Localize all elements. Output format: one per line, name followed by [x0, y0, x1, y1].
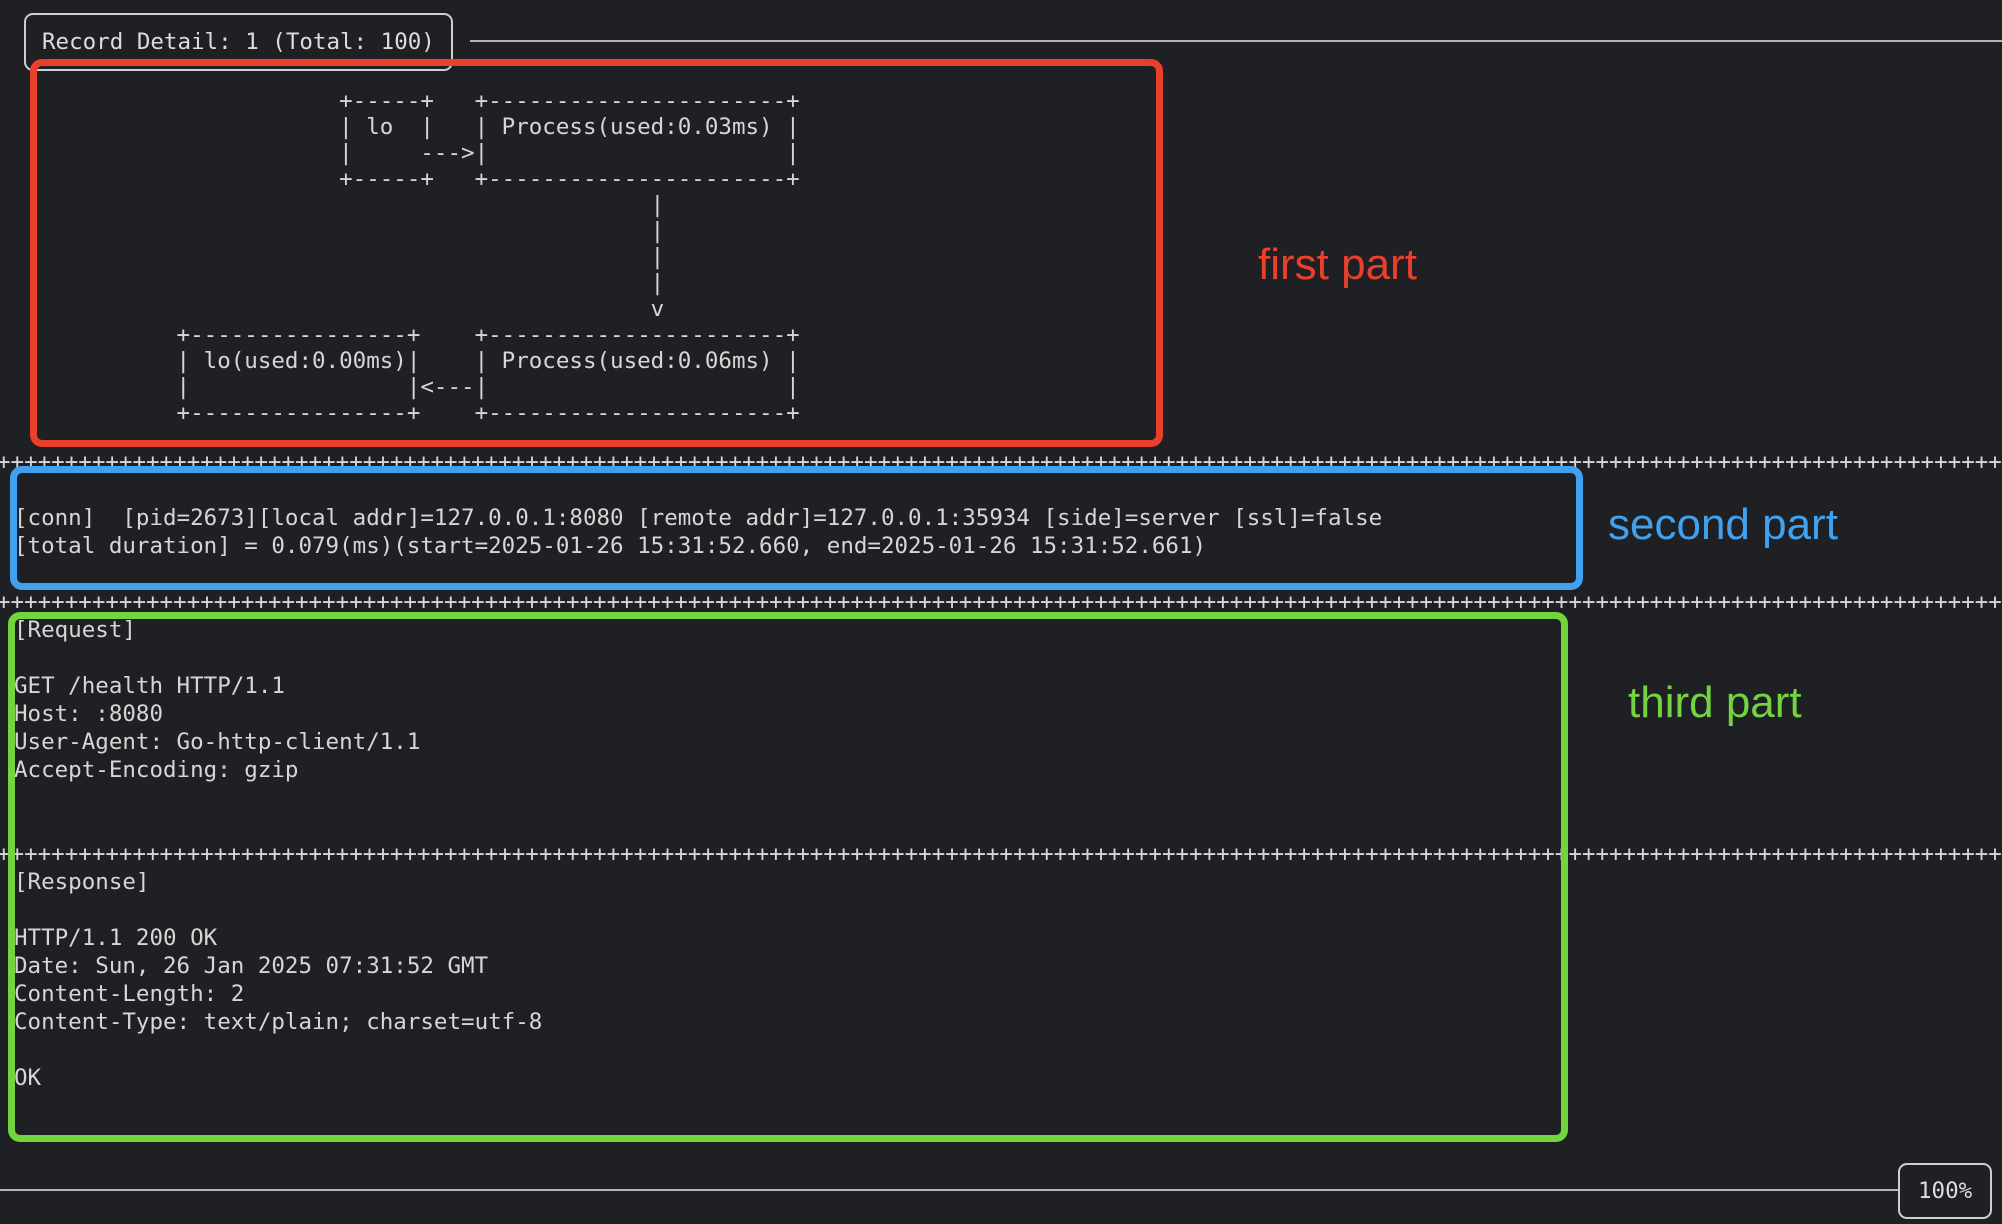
section-separator-3: ++++++++++++++++++++++++++++++++++++++++…	[0, 841, 2002, 867]
connection-info: [conn] [pid=2673][local addr]=127.0.0.1:…	[14, 505, 1383, 559]
record-detail-title: Record Detail: 1 (Total: 100)	[42, 29, 435, 55]
flow-diagram-ascii: +-----+ +----------------------+ | lo | …	[176, 88, 800, 426]
panel-bottom-border	[0, 1189, 1898, 1191]
scroll-percent-box: 100%	[1898, 1163, 1993, 1219]
section-separator-2: ++++++++++++++++++++++++++++++++++++++++…	[0, 589, 2002, 615]
scroll-percent-value: 100%	[1918, 1178, 1973, 1204]
http-response-block: [Response] HTTP/1.1 200 OK Date: Sun, 26…	[14, 869, 543, 1091]
section-separator-1: ++++++++++++++++++++++++++++++++++++++++…	[0, 449, 2002, 475]
panel-top-border	[470, 40, 2002, 42]
http-request-block: [Request] GET /health HTTP/1.1 Host: :80…	[14, 617, 421, 783]
